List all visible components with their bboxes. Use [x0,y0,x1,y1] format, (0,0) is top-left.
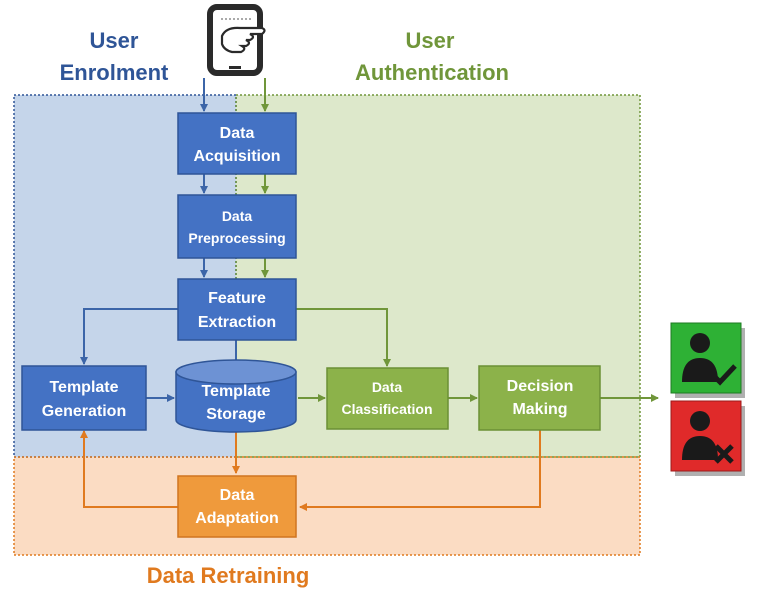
data-preprocessing-line1: Data [222,208,253,224]
enrolment-title-line2: Enrolment [60,60,169,85]
user-check-icon [670,322,745,398]
data-acquisition-line2: Acquisition [193,148,280,165]
feature-extraction-line1: Feature [208,290,266,307]
feature-extraction-box: Feature Extraction [177,278,297,341]
template-storage-cylinder: Template Storage [175,359,297,433]
enrolment-title-line1: User [90,28,139,53]
data-acquisition-box: Data Acquisition [177,112,297,175]
data-classification-box: Data Classification [326,367,449,430]
data-preprocessing-line2: Preprocessing [188,230,285,246]
retraining-title: Data Retraining [147,563,310,588]
data-preprocessing-box: Data Preprocessing [177,194,297,259]
data-adaptation-box: Data Adaptation [177,475,297,538]
user-x-icon [670,400,745,476]
feature-extraction-line2: Extraction [198,314,276,331]
authentication-title-line2: Authentication [355,60,509,85]
template-generation-box: Template Generation [21,365,147,431]
template-generation-line2: Generation [42,403,126,420]
authentication-title-line1: User [406,28,455,53]
template-storage-line2: Storage [206,406,266,423]
data-acquisition-line1: Data [220,125,255,142]
template-storage-line1: Template [201,383,270,400]
data-adaptation-line1: Data [220,487,255,504]
decision-making-line1: Decision [507,378,574,395]
data-adaptation-line2: Adaptation [195,510,279,527]
decision-making-box: Decision Making [478,365,601,431]
data-classification-line1: Data [372,379,403,395]
decision-making-line2: Making [512,401,567,418]
tablet-touch-icon [207,4,266,76]
data-classification-line2: Classification [341,401,432,417]
template-generation-line1: Template [49,379,118,396]
